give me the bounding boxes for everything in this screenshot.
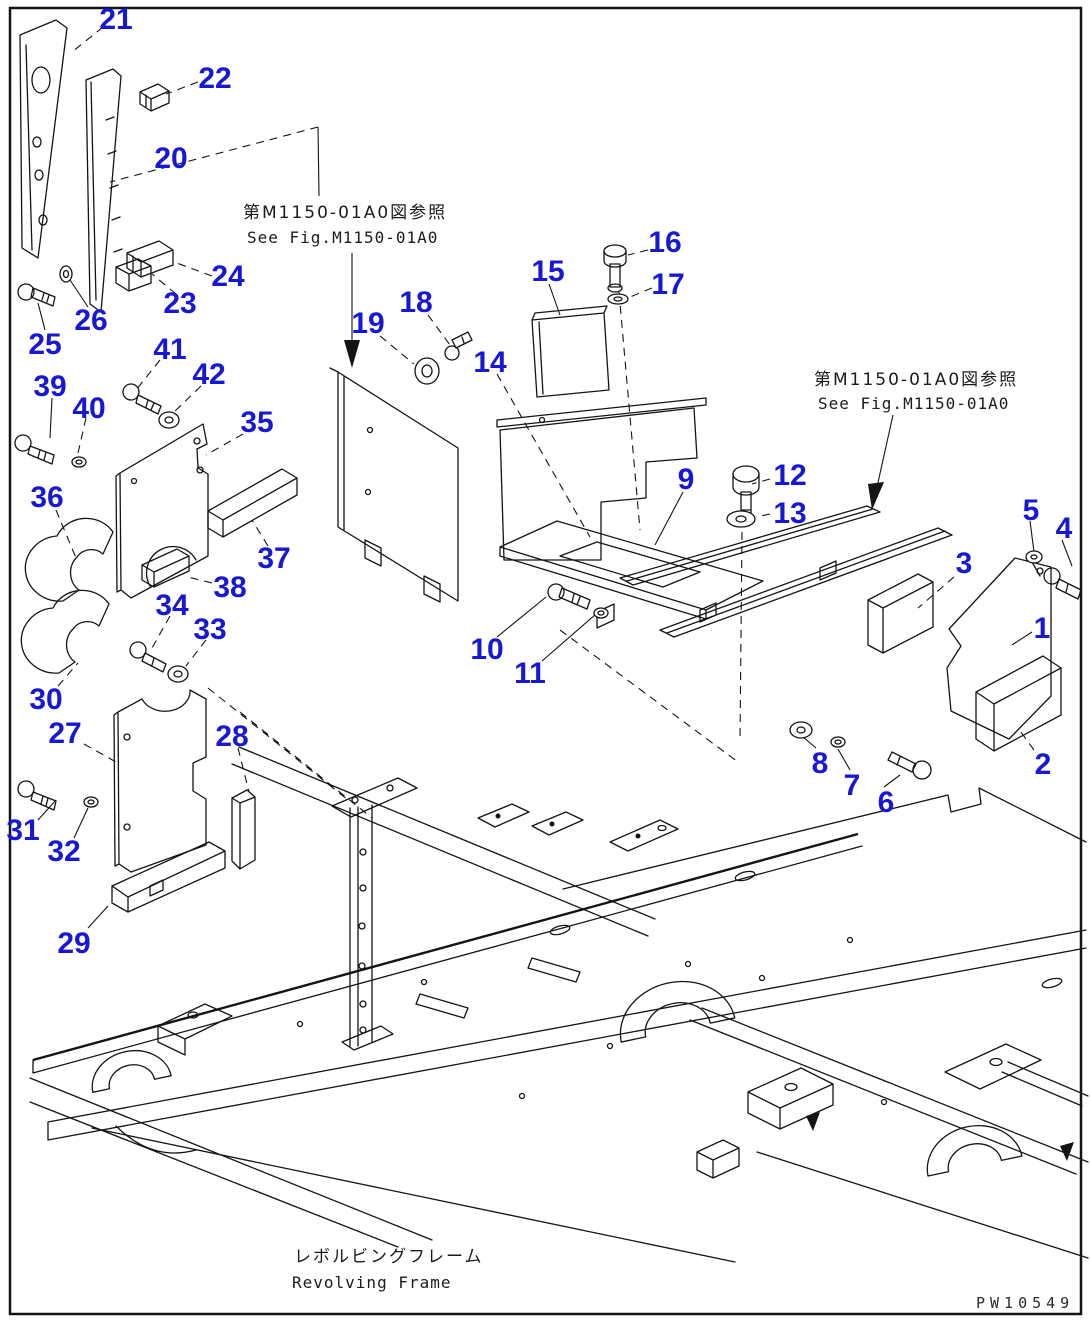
part-4-bolt — [1043, 567, 1082, 600]
part-34-bolt — [129, 641, 167, 673]
callout-41: 41 — [153, 333, 186, 366]
caption-en: Revolving Frame — [292, 1273, 452, 1292]
callout-35: 35 — [240, 406, 273, 439]
callout-29: 29 — [57, 927, 90, 960]
part-30-clamp — [20, 589, 110, 674]
callout-5: 5 — [1023, 494, 1040, 527]
callout-16: 16 — [648, 226, 681, 259]
reference-note-2-en: See Fig.M1150-01A0 — [818, 394, 1009, 413]
callout-34: 34 — [155, 589, 189, 622]
callout-26: 26 — [74, 304, 107, 337]
ref-arrow-icon — [344, 340, 360, 368]
callout-20: 20 — [154, 142, 187, 175]
part-35-plate — [115, 423, 209, 599]
callout-18: 18 — [399, 286, 432, 319]
leader-lines — [37, 26, 1073, 929]
callout-17: 17 — [651, 268, 684, 301]
part-15-plate — [531, 305, 610, 398]
part-13-washer — [726, 510, 756, 528]
reference-note-1-jp: 第M1150-01A0図参照 — [243, 203, 447, 223]
part-5-washer — [1025, 550, 1043, 564]
part-22-block — [139, 83, 170, 112]
callout-32: 32 — [47, 835, 80, 868]
callout-9: 9 — [678, 463, 695, 496]
callout-39: 39 — [33, 370, 66, 403]
part-8-washer — [789, 721, 813, 739]
reference-note-2-jp: 第M1150-01A0図参照 — [814, 370, 1018, 390]
callout-22: 22 — [198, 62, 231, 95]
callout-2: 2 — [1035, 748, 1052, 781]
part-27-plate — [113, 689, 207, 873]
part-39-bolt — [14, 434, 55, 465]
callout-42: 42 — [192, 358, 225, 391]
part-26-washer — [59, 265, 73, 283]
part-38-bar — [141, 548, 190, 588]
callout-21: 21 — [99, 3, 132, 36]
callout-38: 38 — [213, 571, 246, 604]
part-36-clamp — [24, 517, 114, 602]
part-37-bar — [207, 468, 298, 538]
part-20-strip — [85, 68, 123, 313]
callout-28: 28 — [215, 720, 248, 753]
caption-jp: レボルビングフレーム — [294, 1247, 484, 1267]
callout-37: 37 — [257, 542, 290, 575]
callout-40: 40 — [72, 392, 105, 425]
callout-25: 25 — [28, 328, 61, 361]
callout-4: 4 — [1056, 512, 1073, 545]
part-17-washer — [607, 293, 629, 305]
part-6-bolt — [887, 751, 932, 780]
part-32-washer — [83, 796, 99, 808]
callout-7: 7 — [844, 769, 861, 802]
part-41-bolt — [122, 383, 162, 415]
part-25-bolt — [17, 283, 56, 307]
part-9-tray — [499, 520, 764, 629]
callout-10: 10 — [470, 633, 503, 666]
revolving-frame — [29, 746, 1089, 1263]
part-2-pad — [975, 655, 1062, 752]
part-28-strip — [231, 789, 256, 870]
callout-numbers: 1234567891011121314151617181920212223242… — [6, 3, 1072, 960]
reference-note-1-en: See Fig.M1150-01A0 — [247, 228, 438, 247]
callout-31: 31 — [6, 814, 39, 847]
callout-15: 15 — [531, 255, 564, 288]
callout-33: 33 — [193, 613, 226, 646]
callout-3: 3 — [956, 547, 973, 580]
part-33-washer — [167, 665, 189, 683]
callout-24: 24 — [211, 260, 245, 293]
part-40-washer — [71, 456, 87, 468]
part-19-washer — [414, 357, 440, 385]
callout-11: 11 — [514, 657, 546, 690]
callout-19: 19 — [351, 307, 384, 340]
callout-14: 14 — [473, 346, 507, 379]
part-29-bar — [111, 841, 226, 913]
part-11-washer — [593, 607, 609, 619]
part-18-bolt — [444, 331, 473, 361]
callout-8: 8 — [812, 747, 829, 780]
part-10-bolt — [547, 583, 591, 610]
part-cover-panel-left — [329, 367, 459, 603]
part-14-panel — [496, 397, 707, 561]
callout-27: 27 — [48, 717, 81, 750]
callout-12: 12 — [773, 459, 806, 492]
callout-23: 23 — [163, 287, 196, 320]
part-21-plate — [19, 19, 68, 259]
ref-arrow-icon — [868, 482, 884, 510]
callout-13: 13 — [773, 497, 806, 530]
part-3-rails — [619, 505, 953, 654]
part-23-block — [115, 258, 152, 292]
part-31-bolt — [17, 780, 57, 811]
callout-30: 30 — [29, 683, 62, 716]
page-border — [8, 6, 1083, 1316]
part-7-washer — [830, 736, 846, 748]
part-16-bolt — [603, 244, 627, 293]
callout-1: 1 — [1034, 612, 1051, 645]
callout-36: 36 — [30, 481, 63, 514]
drawing-code: PW10549 — [976, 1294, 1074, 1312]
part-42-washer — [158, 411, 180, 429]
callout-6: 6 — [878, 786, 895, 819]
part-1-panel — [946, 557, 1052, 740]
